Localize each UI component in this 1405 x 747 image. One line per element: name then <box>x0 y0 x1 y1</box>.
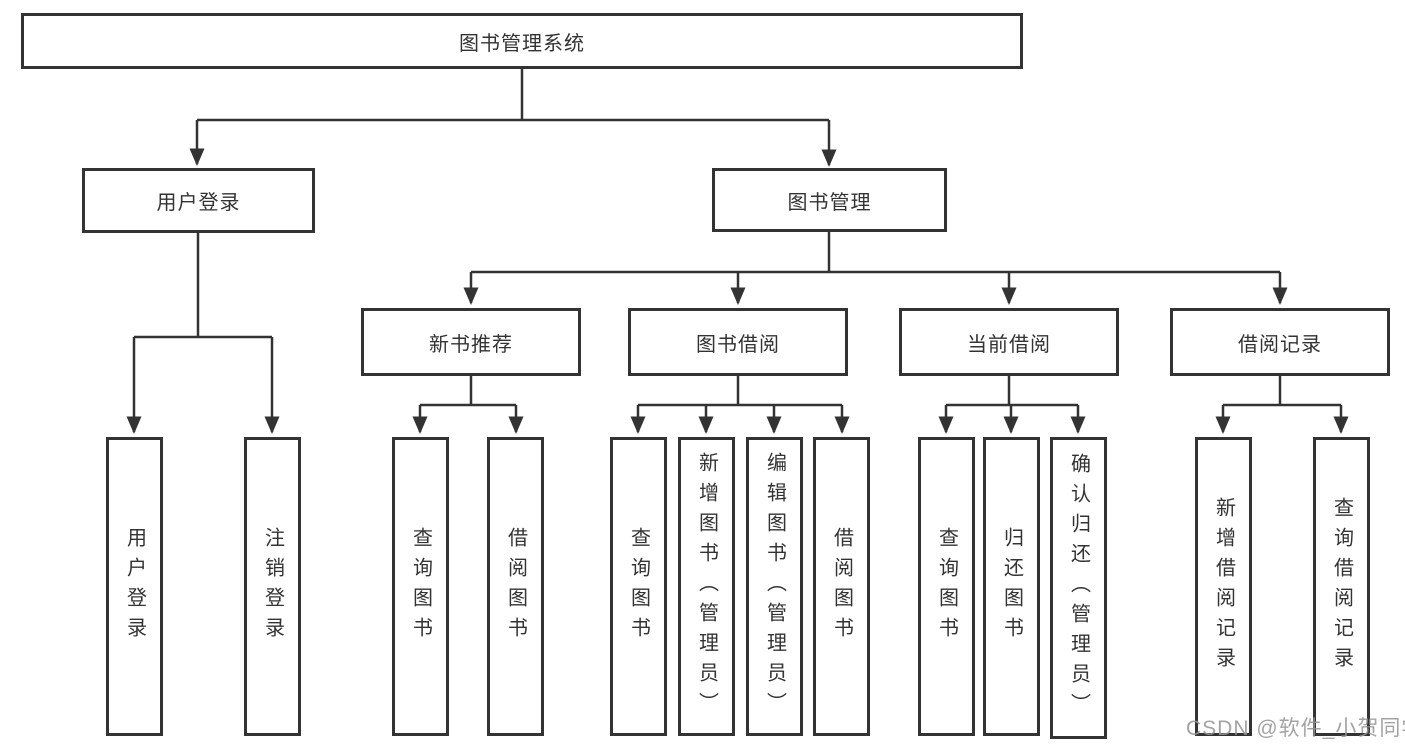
node-user-login: 用户登录 <box>82 168 315 233</box>
leaf-newrec-query-books: 查询图书 <box>392 437 449 736</box>
leaf-label: 归还图书 <box>1000 526 1023 647</box>
leaf-label: 注销登录 <box>261 526 284 647</box>
leaf-newrec-borrow-books: 借阅图书 <box>487 437 544 736</box>
leaf-borrow-borrow-books: 借阅图书 <box>813 437 870 736</box>
leaf-label: 借阅图书 <box>504 526 527 647</box>
leaf-logout: 注销登录 <box>244 437 301 736</box>
leaf-label: 编辑图书（管理员） <box>763 451 786 722</box>
leaf-label: 新增借阅记录 <box>1212 496 1235 677</box>
leaf-label: 查询图书 <box>409 526 432 647</box>
leaf-label: 新增图书（管理员） <box>695 451 718 722</box>
leaf-current-return-books: 归还图书 <box>983 437 1040 736</box>
leaf-label: 查询图书 <box>935 526 958 647</box>
leaf-records-add-record: 新增借阅记录 <box>1195 437 1252 736</box>
node-library-system: 图书管理系统 <box>21 13 1023 69</box>
leaf-label: 借阅图书 <box>830 526 853 647</box>
leaf-borrow-query-books: 查询图书 <box>610 437 667 736</box>
node-current-borrowing: 当前借阅 <box>899 308 1119 376</box>
leaf-records-query-record: 查询借阅记录 <box>1313 437 1370 736</box>
leaf-current-query-books: 查询图书 <box>918 437 975 736</box>
node-borrowing-records: 借阅记录 <box>1170 308 1390 376</box>
leaf-label: 确认归还（管理员） <box>1067 453 1090 723</box>
node-book-management: 图书管理 <box>712 168 947 232</box>
leaf-label: 查询图书 <box>627 526 650 647</box>
watermark: CSDN @软件_小贺同学 <box>1186 717 1405 740</box>
leaf-label: 查询借阅记录 <box>1330 496 1353 677</box>
node-new-book-recommendation: 新书推荐 <box>361 308 581 376</box>
leaf-current-confirm-return-admin: 确认归还（管理员） <box>1050 437 1107 739</box>
node-book-borrowing: 图书借阅 <box>628 308 848 376</box>
leaf-user-login: 用户登录 <box>106 437 163 736</box>
leaf-label: 用户登录 <box>123 526 146 647</box>
leaf-borrow-edit-books-admin: 编辑图书（管理员） <box>746 437 803 736</box>
leaf-borrow-add-books-admin: 新增图书（管理员） <box>678 437 735 736</box>
